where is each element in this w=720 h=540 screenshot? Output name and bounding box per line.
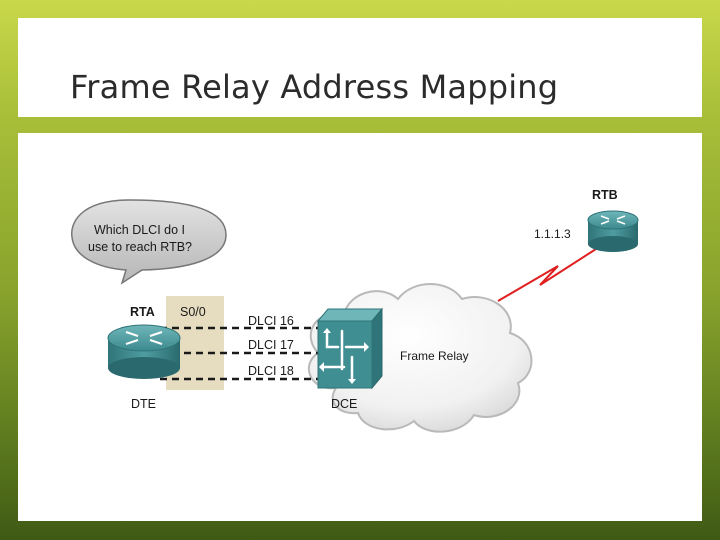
rta-label: RTA [130,305,155,319]
frame-relay-diagram: Frame Relay Which DLCI do I use to reach… [70,188,639,433]
dlci-label-18: DLCI 18 [248,364,294,378]
content-panel: Frame Relay Which DLCI do I use to reach… [18,133,702,521]
rta-role-label: DTE [131,397,156,411]
rta-router-icon [107,324,181,379]
speech-bubble-line-2: use to reach RTB? [88,240,192,254]
pvc-lines [160,326,324,381]
speech-bubble [70,199,227,285]
title-panel: Frame Relay Address Mapping [18,18,702,117]
interface-label: S0/0 [180,305,206,319]
serial-link [497,248,597,302]
rtb-router-icon [587,210,639,252]
switch-label: DCE [331,397,357,411]
frame-relay-switch-icon [316,307,384,390]
speech-bubble-line-1: Which DLCI do I [94,223,185,237]
dlci-label-17: DLCI 17 [248,338,294,352]
rtb-address: 1.1.1.3 [534,227,571,241]
rtb-label: RTB [592,188,618,202]
cloud-label: Frame Relay [400,349,469,363]
slide-title: Frame Relay Address Mapping [70,68,559,106]
dlci-label-16: DLCI 16 [248,314,294,328]
